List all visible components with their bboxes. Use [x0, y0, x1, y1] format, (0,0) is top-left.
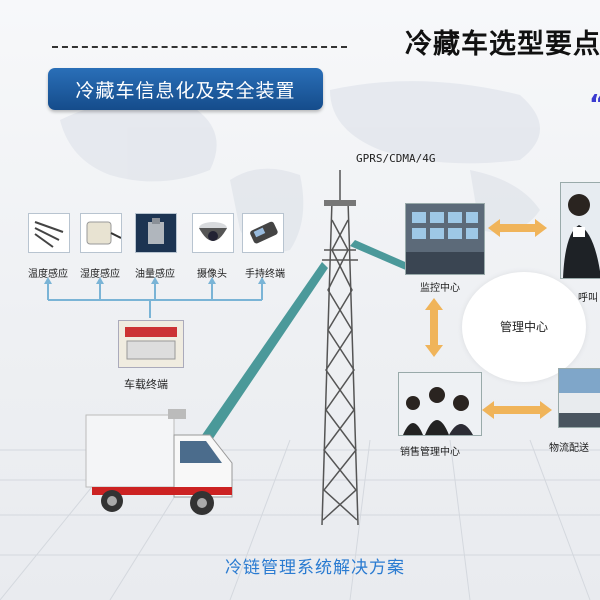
sensor-label: 湿度感应 [80, 269, 120, 280]
camera-icon [192, 213, 234, 253]
sensor-label: 手持终端 [245, 269, 285, 280]
monitor-center-label: 监控中心 [420, 283, 460, 294]
temperature-probe-icon [28, 213, 70, 253]
sensor-label: 油量感应 [135, 269, 175, 280]
refrigerated-truck-icon [85, 409, 233, 515]
call-center-label: 呼叫 [578, 293, 598, 304]
management-center-label: 管理中心 [499, 320, 548, 334]
vehicle-terminal-label: 车载终端 [124, 378, 168, 391]
sales-management-label: 销售管理中心 [400, 447, 460, 458]
fuel-sensor-icon [135, 213, 177, 253]
handheld-terminal-icon [242, 213, 284, 253]
sensor-label: 摄像头 [197, 269, 227, 280]
call-center-photo [560, 182, 600, 279]
management-center-node [462, 272, 586, 382]
footer-caption: 冷链管理系统解决方案 [225, 558, 405, 578]
section-banner: 冷藏车信息化及安全装置 [48, 68, 323, 110]
protocol-label: GPRS/CDMA/4G [356, 152, 436, 165]
sensor-label: 温度感应 [28, 269, 68, 280]
cell-tower-icon [321, 170, 359, 526]
logistics-photo [558, 368, 600, 428]
page-title: 冷藏车选型要点 [405, 29, 600, 60]
humidity-sensor-icon [80, 213, 122, 253]
vehicle-terminal-icon [118, 320, 184, 368]
monitor-center-photo [405, 203, 485, 275]
sales-management-photo [398, 372, 482, 436]
dashed-divider [52, 46, 347, 48]
quote-mark-icon: “ [589, 90, 600, 120]
logistics-label: 物流配送 [549, 443, 589, 454]
